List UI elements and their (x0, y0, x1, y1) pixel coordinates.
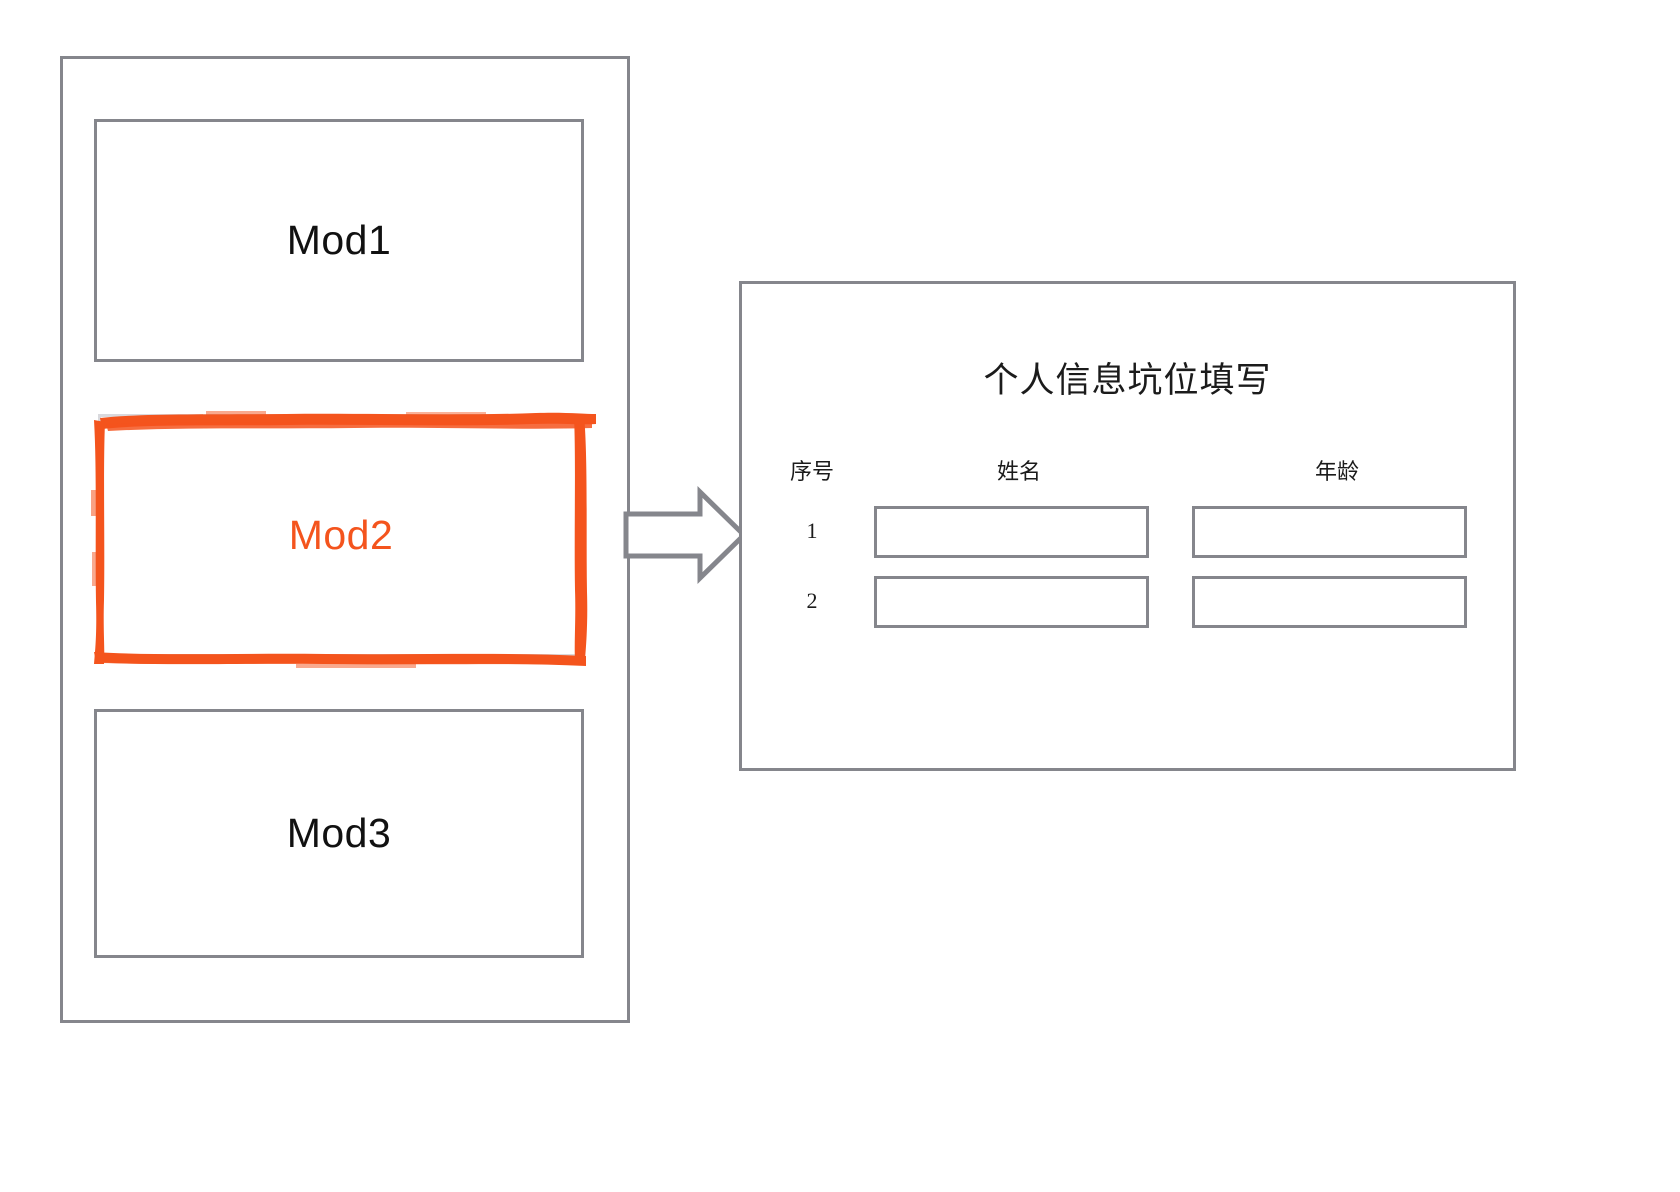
form-title: 个人信息坑位填写 (983, 361, 1272, 400)
table-header-row: 序号 姓名 年龄 (742, 454, 1513, 502)
age-field-row-2[interactable] (1192, 576, 1467, 628)
form-panel: 个人信息坑位填写 序号 姓名 年龄 1 2 (739, 281, 1516, 771)
column-header-index: 序号 (789, 459, 834, 484)
module-box-mod2[interactable]: Mod2 (98, 414, 584, 657)
name-field-row-1[interactable] (874, 506, 1149, 558)
table-row: 1 (742, 502, 1513, 572)
module-label-mod3: Mod3 (286, 810, 392, 856)
column-header-name: 姓名 (996, 459, 1041, 484)
table-row: 2 (742, 572, 1513, 642)
age-field-row-1[interactable] (1192, 506, 1467, 558)
module-box-mod1[interactable]: Mod1 (94, 119, 584, 362)
row-index-1: 1 (806, 518, 818, 543)
module-box-mod3[interactable]: Mod3 (94, 709, 584, 958)
module-label-mod2: Mod2 (288, 512, 394, 558)
module-label-mod1: Mod1 (286, 217, 392, 263)
person-info-table: 序号 姓名 年龄 1 2 (742, 454, 1513, 642)
right-block-arrow-icon (622, 486, 748, 584)
row-index-2: 2 (806, 588, 818, 613)
name-field-row-2[interactable] (874, 576, 1149, 628)
column-header-age: 年龄 (1314, 459, 1359, 484)
